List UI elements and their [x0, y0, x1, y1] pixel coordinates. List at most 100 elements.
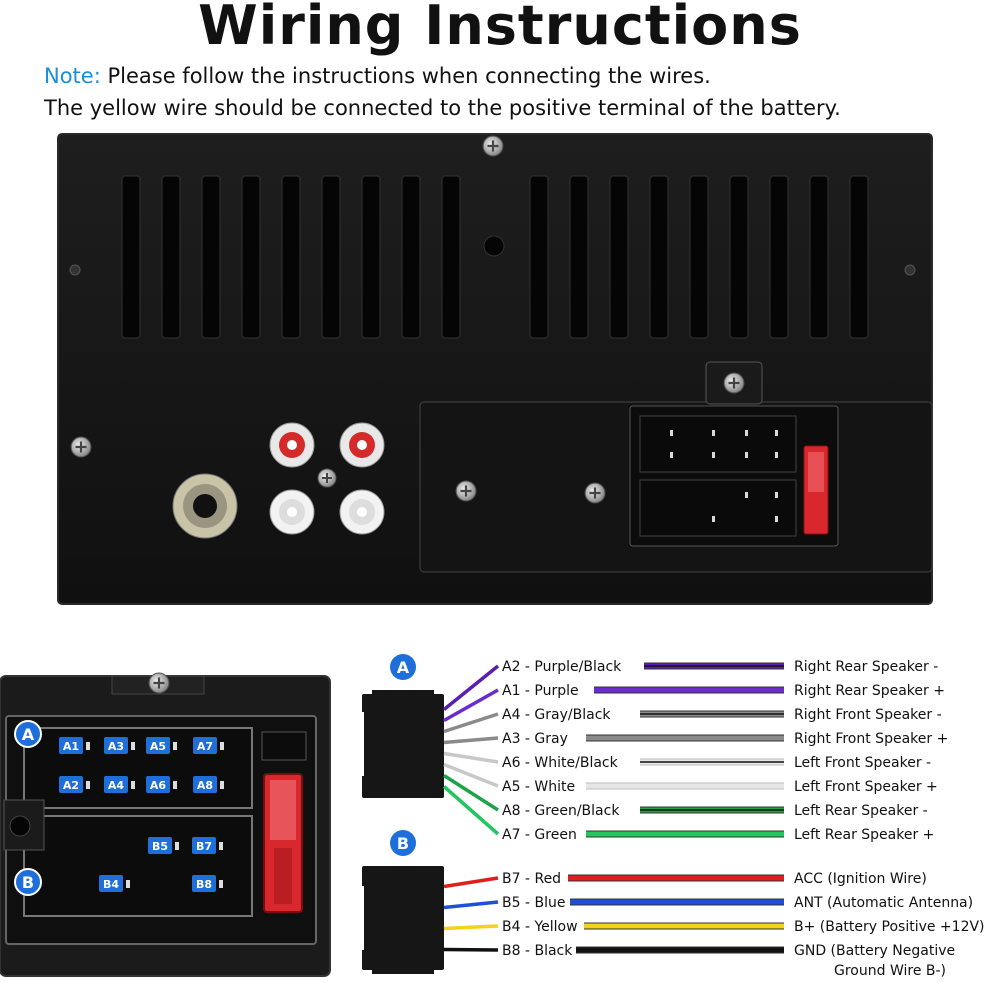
- plug-b-icon: [350, 866, 444, 974]
- note-label: Note:: [44, 64, 101, 88]
- plug-a-icon: [350, 690, 444, 798]
- wire-row: B4 - Yellow B+ (Battery Positive +12V): [443, 919, 985, 935]
- wire-fan: [443, 774, 499, 812]
- wire-fan: [443, 712, 499, 734]
- wire-row: B5 - Blue ANT (Automatic Antenna): [443, 895, 973, 911]
- badge-b: B: [390, 830, 416, 856]
- wire-function-label-2: Ground Wire B-): [834, 963, 946, 979]
- screw-icon: [317, 468, 337, 488]
- vent-slots-right: [529, 175, 869, 339]
- note-line-1: Note: Please follow the instructions whe…: [44, 64, 711, 88]
- connector-closeup: [0, 672, 331, 977]
- wire-function-label: Left Rear Speaker +: [794, 827, 934, 843]
- wire-function-label: GND (Battery Negative: [794, 943, 955, 959]
- pin-badge: [146, 776, 170, 793]
- mount-hole: [483, 235, 505, 257]
- wire-fan: [443, 900, 499, 910]
- group-b-marker-label: B: [22, 873, 34, 892]
- pin-badge: [104, 737, 128, 754]
- wire-group-b: B7 - Red ACC (Ignition Wire) B5 - Blue ANT …: [443, 871, 985, 979]
- wire-function-label: Left Rear Speaker -: [794, 803, 928, 819]
- pin-label: B7: [196, 840, 212, 853]
- screw-icon: [455, 480, 477, 502]
- wire-row: A4 - Gray/Black Right Front Speaker -: [443, 707, 942, 734]
- wire-function-label: Right Rear Speaker -: [794, 659, 938, 675]
- radio-back-panel: [57, 133, 933, 605]
- wire-pin-label: A4 - Gray/Black: [502, 707, 611, 723]
- pin-badge: [59, 737, 83, 754]
- wire-function-label: B+ (Battery Positive +12V): [794, 919, 985, 935]
- pin-label: A6: [150, 779, 167, 792]
- pin-badge: [193, 737, 217, 754]
- pin-label: B8: [196, 878, 212, 891]
- wire-function-label: Left Front Speaker -: [794, 755, 931, 771]
- wire-row: A1 - Purple Right Rear Speaker +: [443, 683, 945, 723]
- wire-row: A8 - Green/Black Left Rear Speaker -: [443, 774, 928, 819]
- pin-badge: [146, 737, 170, 754]
- wire-function-label: Right Rear Speaker +: [794, 683, 945, 699]
- iso-connector-housing: [419, 361, 933, 573]
- pin-badge: [192, 875, 216, 892]
- wire-fan: [443, 688, 499, 723]
- group-a-marker: A: [14, 720, 42, 748]
- wire-fan: [442, 785, 500, 836]
- wire-fan: [443, 751, 499, 764]
- note-line-2: The yellow wire should be connected to t…: [44, 96, 841, 120]
- wire-pin-label: A5 - White: [502, 779, 575, 795]
- wire-pin-label: B4 - Yellow: [502, 919, 578, 935]
- pin-row-4: B4 B8: [99, 875, 223, 892]
- badge-b-label: B: [397, 834, 409, 853]
- pin-badge: [99, 875, 123, 892]
- rivet-icon: [69, 264, 81, 276]
- wire-pin-label: B7 - Red: [502, 871, 561, 887]
- screw-icon: [584, 482, 606, 504]
- wire-fan: [443, 924, 499, 931]
- pin-label: A2: [63, 779, 79, 792]
- group-a-marker-label: A: [22, 725, 35, 744]
- group-b-marker: B: [14, 868, 42, 896]
- wire-fan: [443, 736, 499, 745]
- page-title: Wiring Instructions: [198, 0, 802, 57]
- antenna-jack: [172, 473, 238, 539]
- wire-pin-label: B5 - Blue: [502, 895, 565, 911]
- note-text-1: Please follow the instructions when conn…: [107, 64, 711, 88]
- pin-row-1: A1 A3 A5 A7: [59, 737, 224, 754]
- screw-icon: [148, 672, 170, 694]
- badge-a-label: A: [397, 658, 410, 677]
- wire-function-label: Right Front Speaker -: [794, 707, 942, 723]
- screw-icon: [723, 372, 745, 394]
- wire-row: A5 - White Left Front Speaker +: [443, 762, 938, 795]
- pin-label: A4: [108, 779, 125, 792]
- rivet-icon: [904, 264, 916, 276]
- vent-slots-left: [121, 175, 461, 339]
- wire-function-label: ANT (Automatic Antenna): [794, 895, 973, 911]
- wire-fan: [443, 947, 499, 952]
- badge-a: A: [390, 654, 416, 680]
- pin-badge: [104, 776, 128, 793]
- pin-row-2: A2 A4 A6 A8: [59, 776, 224, 793]
- pin-badge: [192, 837, 216, 854]
- wire-pin-label: A1 - Purple: [502, 683, 579, 699]
- wire-pin-label: A8 - Green/Black: [502, 803, 620, 819]
- wire-function-label: Left Front Speaker +: [794, 779, 938, 795]
- pin-label: A1: [63, 740, 79, 753]
- wire-pin-label: A7 - Green: [502, 827, 577, 843]
- pin-badge: [148, 837, 172, 854]
- wire-pin-label: B8 - Black: [502, 943, 573, 959]
- pin-label: A8: [197, 779, 213, 792]
- pin-badge: [59, 776, 83, 793]
- wire-function-label: ACC (Ignition Wire): [794, 871, 927, 887]
- pin-row-3: B5 B7: [148, 837, 223, 854]
- wire-pin-label: A3 - Gray: [502, 731, 568, 747]
- wire-fan: [442, 664, 500, 711]
- rca-jacks: [269, 422, 385, 535]
- wire-row: B7 - Red ACC (Ignition Wire): [443, 871, 927, 889]
- wire-row: A7 - Green Left Rear Speaker +: [442, 785, 934, 843]
- wire-fan: [443, 762, 499, 788]
